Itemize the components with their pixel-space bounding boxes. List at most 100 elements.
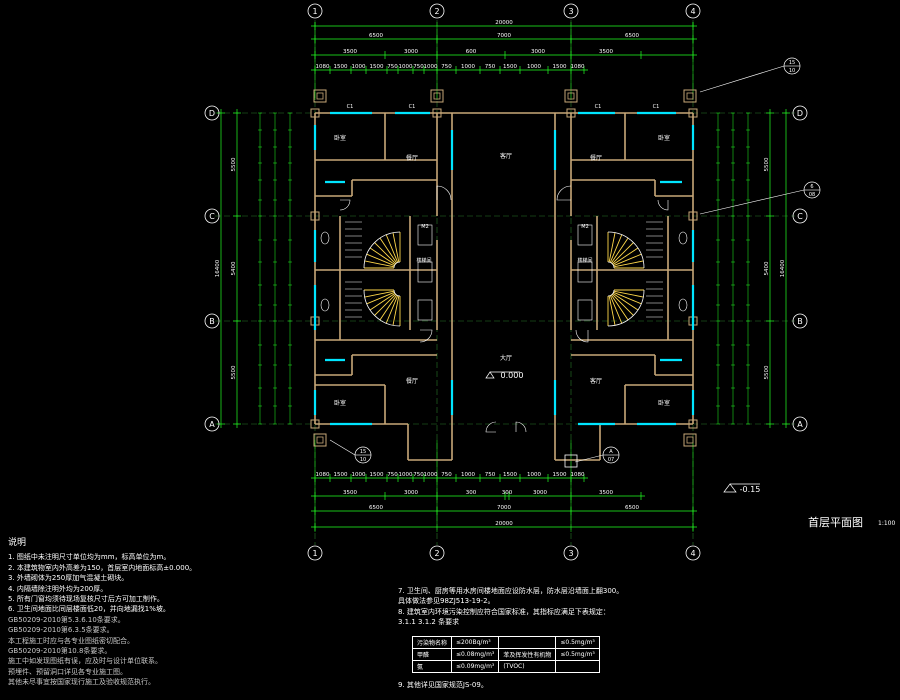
table-cell: ≤0.5mg/m³ (555, 636, 600, 649)
toilet (320, 298, 330, 312)
stair-left-upper (369, 247, 396, 266)
column (688, 108, 698, 118)
dim-text: 1080 (571, 64, 585, 70)
column-core (686, 436, 694, 444)
column-mark (564, 454, 578, 468)
grid-label-col: 1 (312, 7, 317, 16)
dim-text: 6500 (625, 505, 639, 511)
table-cell (498, 636, 557, 649)
dim-text: 5500 (764, 157, 770, 171)
stair-right-upper (613, 253, 642, 267)
design-notes-right: 7. 卫生间、厨房等用水房间楼地面应设防水层，防水层沿墙面上翻300。 具体做法… (398, 586, 838, 628)
dim-text: 600 (466, 49, 477, 55)
note-line: 2. 本建筑物室内外高差为150，首层室内地面标高±0.000。 (8, 563, 197, 572)
table-cell (555, 660, 600, 673)
grid-label-col: 1 (312, 549, 317, 558)
dim-text: 1080 (571, 472, 585, 478)
toilet (678, 298, 688, 312)
dim-text: 3000 (533, 490, 547, 496)
grid-label-row: C (209, 212, 215, 221)
room-label: 卧室 (334, 399, 346, 407)
note-line: 本工程施工时应与各专业图纸密切配合。 (8, 636, 134, 645)
dim-text: 750 (413, 472, 424, 478)
dim-text: 5400 (231, 261, 237, 275)
grid-bubble (307, 545, 323, 561)
stair-left-upper (364, 260, 395, 268)
dim-text: 1080 (316, 64, 330, 70)
dim-text: 1000 (527, 64, 541, 70)
dim-text: 300 (466, 490, 477, 496)
door-swing (485, 421, 497, 433)
stair-right-upper-outer (607, 231, 645, 269)
door-tag: M2 (421, 224, 429, 230)
detail-callout-bottom-left-num: 15 (360, 449, 366, 455)
dim-text: 1000 (527, 472, 541, 478)
table-cell: ≤0.5mg/m³ (555, 648, 600, 661)
stair-right-lower-outer (607, 289, 645, 327)
stairs (345, 221, 663, 327)
exterior-column (430, 89, 444, 103)
grid-bubble (204, 416, 220, 432)
dim-text: 3000 (404, 49, 418, 55)
fixture (577, 299, 593, 321)
grid-bubble (204, 105, 220, 121)
room-label: 卧室 (658, 134, 670, 142)
grid-label-col: 2 (434, 7, 439, 16)
dim-text: 3000 (404, 490, 418, 496)
exterior-column (313, 433, 327, 447)
column (688, 211, 698, 221)
stair-left-upper (385, 234, 399, 263)
column-core (567, 92, 575, 100)
room-label: 楼梯间 (577, 257, 592, 264)
stair-right-lower (608, 295, 616, 326)
note-line: 施工中如发现图纸有误，应及时与设计单位联系。 (8, 657, 162, 666)
detail-callout-bottom-mid-num: A (609, 449, 613, 455)
stair-right-upper (608, 232, 616, 263)
dim-text: 1500 (503, 64, 517, 70)
windows (313, 111, 695, 426)
table-cell: 氨 (411, 660, 453, 673)
note-line: 3. 外墙砌体为250厚加气混凝土砌块。 (8, 574, 129, 583)
dim-text: 1000 (352, 472, 366, 478)
stair-right-lower (613, 291, 642, 305)
stair-right-upper (613, 260, 644, 268)
exterior-column (683, 89, 697, 103)
door-swing (436, 185, 452, 201)
window-tag: C1 (595, 104, 602, 110)
table-cell: ≤200Bq/m³ (451, 636, 500, 649)
dim-text: 6500 (625, 33, 639, 39)
grid-label-col: 4 (690, 549, 695, 558)
table-cell: 苯及挥发性有机物 (498, 648, 557, 661)
column (688, 419, 698, 429)
table-row: 氨≤0.09mg/m³(TVOC) (411, 660, 600, 673)
grid-bubble (563, 3, 579, 19)
dim-text: 750 (441, 472, 452, 478)
grid-bubble (204, 313, 220, 329)
stair-left-lower-inner (393, 289, 401, 297)
fixture (417, 299, 433, 321)
stair-left-upper (366, 253, 395, 267)
grid-bubble (792, 208, 808, 224)
grid-bubble (307, 3, 323, 19)
grid-label-row: A (797, 420, 803, 429)
grid-label-col: 4 (690, 7, 695, 16)
note-line: 具体做法参见98ZJ513-19-2。 (398, 597, 495, 606)
room-label: 卧室 (334, 134, 346, 142)
dim-text: 20000 (495, 20, 513, 26)
room-label: 餐厅 (590, 154, 602, 162)
table-cell: (TVOC) (498, 660, 557, 673)
room-label: 客厅 (500, 152, 512, 160)
stair-left-lower (379, 294, 398, 321)
dim-text: 1500 (370, 472, 384, 478)
stair-right-upper (612, 247, 639, 266)
detail-callout-top-right-leader (699, 65, 785, 93)
walls (310, 89, 698, 461)
grid-bubble (792, 416, 808, 432)
design-notes: 说明 1. 图纸中未注明尺寸单位均为mm，标高单位为m。2. 本建筑物室内外高差… (8, 538, 388, 688)
dim-text: 7000 (497, 505, 511, 511)
grid-label-row: B (209, 317, 215, 326)
grid-label-row: A (209, 420, 215, 429)
note-line: 预埋件、预留洞口详见各专业施工图。 (8, 667, 127, 676)
dim-text: 1080 (316, 472, 330, 478)
grid-bubble (563, 545, 579, 561)
